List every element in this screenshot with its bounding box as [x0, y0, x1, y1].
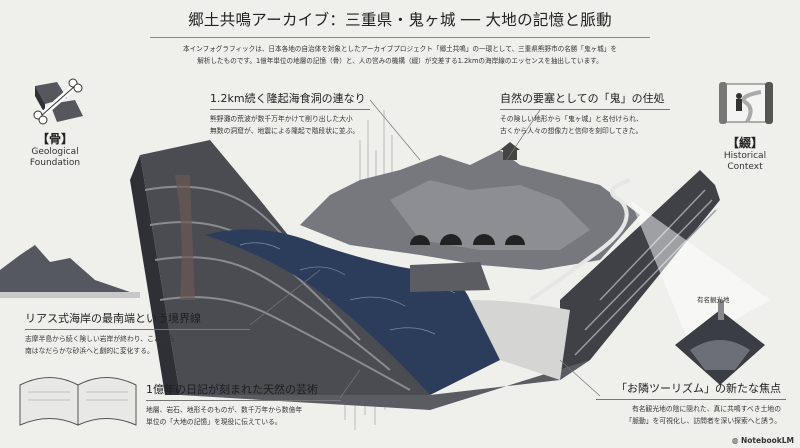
callout-caves-text-2: 無数の洞窟が、地震による隆起で階段状に並ぶ。	[210, 127, 360, 135]
sea	[205, 229, 500, 395]
callout-oni-text-1: その険しい地形から「鬼ヶ城」と名付けられ、	[500, 115, 643, 123]
title-divider	[150, 37, 650, 38]
tourist-spot-diamond	[675, 300, 765, 385]
brand-text: NotebookLM	[740, 436, 794, 445]
famous-spot-label: 有名観光地	[697, 296, 730, 304]
sea-cave-cliffs	[300, 142, 640, 302]
callout-rule	[210, 109, 370, 110]
pillar-right-line2: Context	[727, 162, 763, 172]
spotlight-beam	[630, 200, 770, 345]
callout-caves-heading: 1.2km続く隆起海食洞の連なり	[210, 92, 366, 105]
callout-rias-heading: リアス式海岸の最南端という境界線	[25, 312, 201, 325]
callout-tourism-text-2: 「脈動」を可視化し、訪問者を深い探索へと誘う。	[625, 417, 781, 425]
callout-rule	[25, 329, 250, 330]
pillar-geological: 【骨】 Geological Foundation	[5, 78, 105, 169]
callout-rule	[146, 400, 341, 401]
callout-diary: 1億年の日記が刻まれた天然の芸術 地層、岩石、地形そのものが、数千万年から数億年…	[146, 381, 341, 428]
callout-diary-text-2: 単位の「大地の記憶」を現役に伝えている。	[146, 418, 282, 426]
callout-oni-text-2: 古くから人々の想像力と信仰を刻印してきた。	[500, 127, 643, 135]
callout-oni: 自然の要塞としての「鬼」の住処 その険しい地形から「鬼ヶ城」と名付けられ、 古く…	[500, 90, 670, 137]
callout-tourism: 「お隣ツーリズム」の新たな焦点 有名観光地の陰に隠れた、真に共鳴すべき土地の 「…	[596, 380, 786, 427]
callout-rias-text-2: 南はなだらかな砂浜へと劇的に変化する。	[25, 347, 154, 355]
callout-rule	[596, 399, 786, 400]
callout-caves: 1.2km続く隆起海食洞の連なり 熊野灘の荒波が数千万年かけて削り出した大小 無…	[210, 90, 370, 137]
pillar-left-line1: Geological	[31, 147, 79, 157]
callout-diary-text-1: 地層、岩石、地形そのものが、数千万年から数億年	[146, 406, 303, 414]
bone-strata-icon	[33, 78, 83, 125]
intro-line-1: 本インフォグラフィックは、日本各地の自治体を対象としたアーカイブプロジェクト「郷…	[183, 45, 617, 53]
pillar-right-bracket: 【綴】	[726, 136, 763, 150]
callout-rule	[500, 109, 670, 110]
beach	[470, 300, 570, 380]
page-title: 郷土共鳴アーカイブ：三重県・鬼ヶ城 ── 大地の記憶と脈動	[188, 11, 612, 29]
rias-coast-vignette	[0, 245, 140, 298]
callout-rias-text-1: 志摩半島から続く険しい岩岸が終わり、ここから	[25, 335, 175, 343]
intro-text: 本インフォグラフィックは、日本各地の自治体を対象としたアーカイブプロジェクト「郷…	[150, 44, 650, 67]
open-book-illustration	[19, 377, 137, 426]
notebooklm-brand: ◍ NotebookLM	[732, 436, 794, 445]
intro-line-2: 解析したものです。1億年単位の地層の記憶（骨）と、人の営みの機構（綴）が交差する…	[197, 56, 603, 65]
pillar-left-bracket: 【骨】	[36, 132, 73, 146]
callout-diary-heading: 1億年の日記が刻まれた天然の芸術	[146, 383, 318, 396]
pillar-left-line2: Foundation	[29, 158, 81, 168]
scroll-path-icon	[719, 82, 773, 124]
callout-tourism-heading: 「お隣ツーリズム」の新たな焦点	[616, 382, 781, 395]
callout-oni-heading: 自然の要塞としての「鬼」の住処	[500, 92, 665, 105]
callout-tourism-text-1: 有名観光地の陰に隠れた、真に共鳴すべき土地の	[631, 405, 781, 413]
pillar-right-line1: Historical	[723, 151, 767, 161]
pillar-historical: 【綴】 Historical Context	[695, 78, 795, 173]
callout-caves-text-1: 熊野灘の荒波が数千万年かけて削り出した大小	[210, 115, 353, 123]
callout-rias: リアス式海岸の最南端という境界線 志摩半島から続く険しい岩岸が終わり、ここから …	[25, 310, 250, 357]
brand-icon: ◍	[731, 436, 741, 445]
